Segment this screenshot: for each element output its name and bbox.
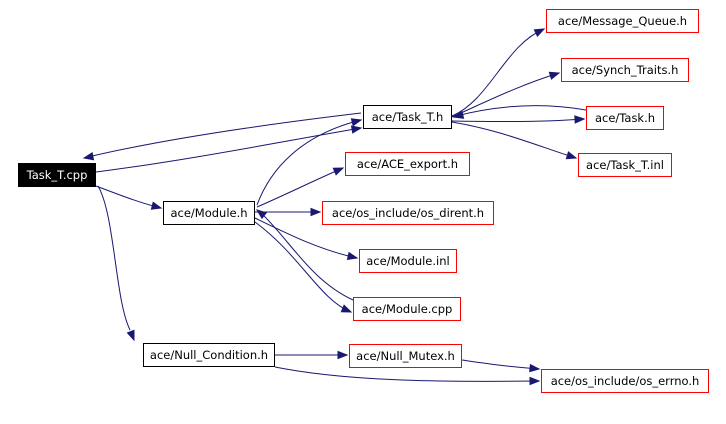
node-null-mutex-h[interactable]: ace/Null_Mutex.h	[349, 344, 462, 368]
arrowhead-icon	[574, 115, 586, 124]
node-synch-traits-h[interactable]: ace/Synch_Traits.h	[561, 58, 689, 82]
node-task-t-cpp[interactable]: Task_T.cpp	[18, 163, 96, 187]
arrowhead-icon	[82, 152, 95, 161]
node-ace-export-h[interactable]: ace/ACE_export.h	[345, 152, 470, 176]
edge-task-t-cpp-to-null-condition-h	[97, 185, 135, 342]
node-os-dirent-h[interactable]: ace/os_include/os_dirent.h	[322, 201, 494, 225]
edge-task-t-cpp-to-task-t-h	[95, 125, 363, 173]
edge-module-h-to-module-cpp	[254, 221, 353, 313]
node-message-queue-h[interactable]: ace/Message_Queue.h	[546, 9, 699, 33]
arrowhead-icon	[126, 329, 135, 342]
edge-task-t-h-to-task-t-cpp	[82, 112, 362, 161]
node-null-condition-h[interactable]: ace/Null_Condition.h	[143, 343, 275, 367]
edge-task-t-h-to-message-queue-h	[451, 28, 546, 117]
edge-task-t-cpp-to-module-h	[95, 185, 163, 210]
arrowhead-icon	[548, 71, 561, 80]
arrowhead-icon	[350, 118, 363, 127]
edge-null-condition-h-to-null-mutex-h	[275, 350, 349, 360]
edge-module-h-to-ace-export-h	[256, 167, 345, 208]
node-module-h[interactable]: ace/Module.h	[163, 201, 255, 225]
arrowhead-icon	[340, 304, 353, 313]
arrowhead-icon	[310, 207, 322, 217]
node-module-cpp[interactable]: ace/Module.cpp	[353, 297, 461, 321]
node-os-errno-h[interactable]: ace/os_include/os_errno.h	[541, 369, 709, 393]
edge-task-h-to-task-t-h	[452, 105, 587, 119]
arrowhead-icon	[346, 251, 359, 261]
node-task-h[interactable]: ace/Task.h	[586, 106, 664, 130]
node-task-t-h[interactable]: ace/Task_T.h	[363, 105, 452, 129]
arrowhead-icon	[332, 167, 345, 176]
edge-module-h-to-module-inl	[254, 217, 359, 261]
node-task-t-inl[interactable]: ace/Task_T.inl	[578, 153, 672, 177]
edge-module-cpp-to-module-h	[255, 209, 354, 301]
arrowhead-icon	[337, 350, 349, 360]
arrowhead-icon	[529, 376, 541, 386]
node-module-inl[interactable]: ace/Module.inl	[359, 249, 457, 273]
edge-null-condition-h-to-os-errno-h	[274, 366, 541, 386]
arrowhead-icon	[565, 151, 578, 160]
arrowhead-icon	[452, 110, 465, 119]
edge-task-t-h-to-task-t-inl	[451, 121, 578, 160]
arrowhead-icon	[529, 363, 541, 373]
edge-task-t-h-to-synch-traits-h	[451, 71, 561, 118]
arrowhead-icon	[150, 201, 163, 210]
arrowhead-icon	[255, 209, 268, 220]
edge-module-h-to-task-t-h	[256, 118, 363, 206]
arrowhead-icon	[350, 125, 363, 134]
edge-task-t-h-to-task-h	[451, 115, 586, 124]
edge-null-mutex-h-to-os-errno-h	[461, 359, 541, 373]
arrowhead-icon	[533, 28, 546, 37]
